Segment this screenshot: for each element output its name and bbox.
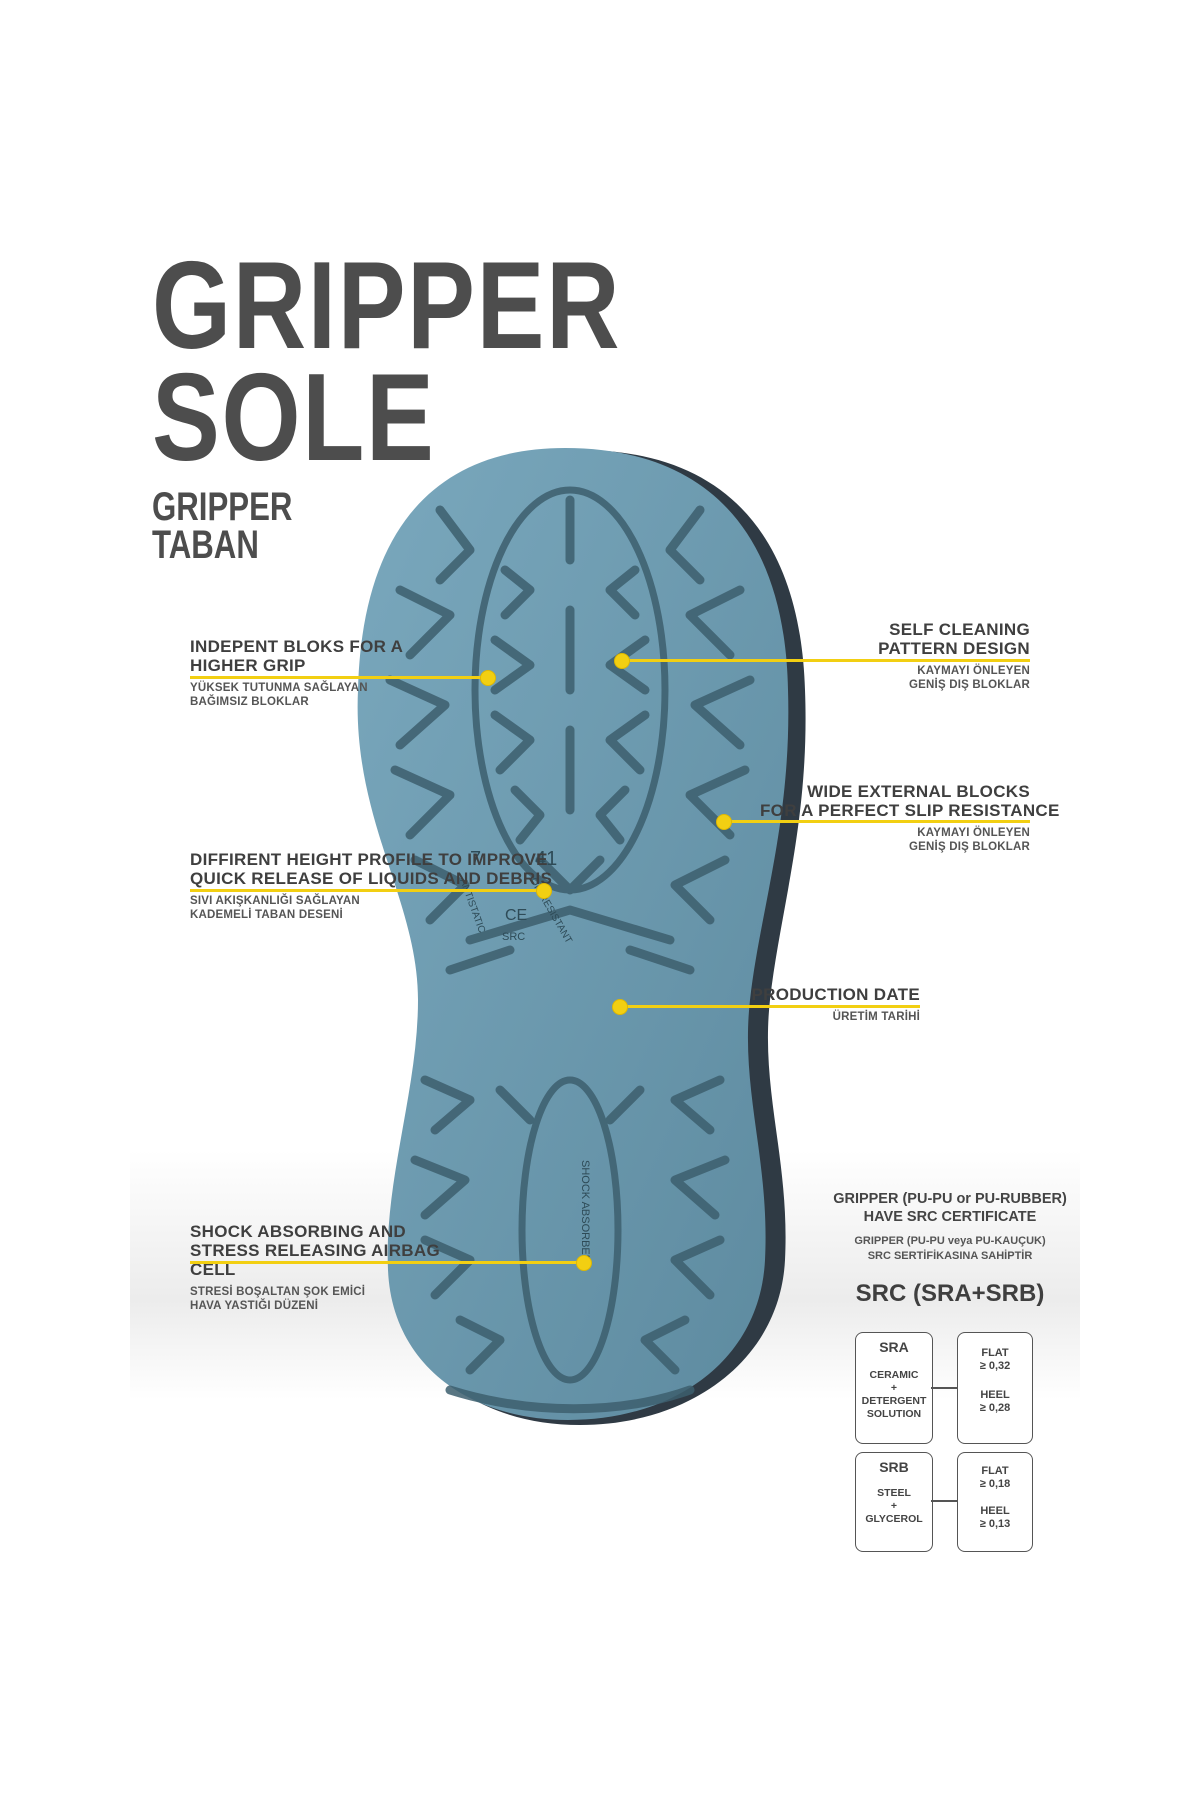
callout-wide-blocks: WIDE EXTERNAL BLOCKS FOR A PERFECT SLIP … [760,782,1060,853]
callout-production-date: PRODUCTION DATE ÜRETİM TARİHİ [751,985,920,1023]
callout-wide-line [722,820,1030,823]
sra-values-box: FLAT ≥ 0,32 HEEL ≥ 0,28 [957,1332,1033,1444]
srb-connector [931,1500,957,1502]
sole-size-right: 41 [535,848,557,870]
page-subtitle-line1: GRIPPER [152,485,293,529]
sole-size-left: 7 [470,848,481,870]
callout-height-dot [536,883,552,899]
page-title-line1: GRIPPER [152,237,622,375]
certificate-block: GRIPPER (PU-PU or PU-RUBBER) HAVE SRC CE… [820,1190,1080,1308]
cert-line2: HAVE SRC CERTIFICATE [863,1209,1037,1225]
sra-box: SRA CERAMIC + DETERGENT SOLUTION [855,1332,933,1444]
cert-line3: GRIPPER (PU-PU veya PU-KAUÇUK) [854,1235,1046,1247]
callout-shock-absorbing: SHOCK ABSORBING AND STRESS RELEASING AIR… [190,1222,440,1312]
cert-line4: SRC SERTİFİKASINA SAHİPTİR [867,1250,1033,1262]
page-subtitle: GRIPPER TABAN [152,485,293,567]
callout-independent-dot [480,670,496,686]
page-title-line2: SOLE [152,349,436,487]
callout-height-profile: DIFFIRENT HEIGHT PROFILE TO IMPROVE QUIC… [190,850,553,921]
srb-box: SRB STEEL + GLYCEROL [855,1452,933,1552]
callout-shock-line [190,1261,582,1264]
callout-height-line [190,889,542,892]
callout-production-dot [612,999,628,1015]
cert-line1: GRIPPER (PU-PU or PU-RUBBER) [833,1191,1067,1207]
sra-connector [931,1387,957,1389]
cert-heading: SRC (SRA+SRB) [855,1280,1045,1307]
callout-self-cleaning-line [620,659,1030,662]
sole-illustration: 7 41 ANTISTATIC OIL RESISTANT CE SRC SHO… [357,448,806,1425]
callout-independent-blocks: INDEPENT BLOKS FOR A HIGHER GRIP YÜKSEK … [190,637,404,708]
srb-values-box: FLAT ≥ 0,18 HEEL ≥ 0,13 [957,1452,1033,1552]
callout-independent-line [190,676,486,679]
sole-src-mark: SRC [502,931,525,943]
sole-shock-absorber: SHOCK ABSORBER [579,1160,591,1263]
page-title: GRIPPER SOLE [152,237,622,487]
callout-shock-dot [576,1255,592,1271]
callout-wide-dot [716,814,732,830]
callout-self-cleaning: SELF CLEANING PATTERN DESIGN KAYMAYI ÖNL… [878,620,1030,691]
page-subtitle-line2: TABAN [152,523,259,567]
callout-production-line [618,1005,920,1008]
sole-ce-mark: CE [505,907,527,924]
callout-self-cleaning-dot [614,653,630,669]
